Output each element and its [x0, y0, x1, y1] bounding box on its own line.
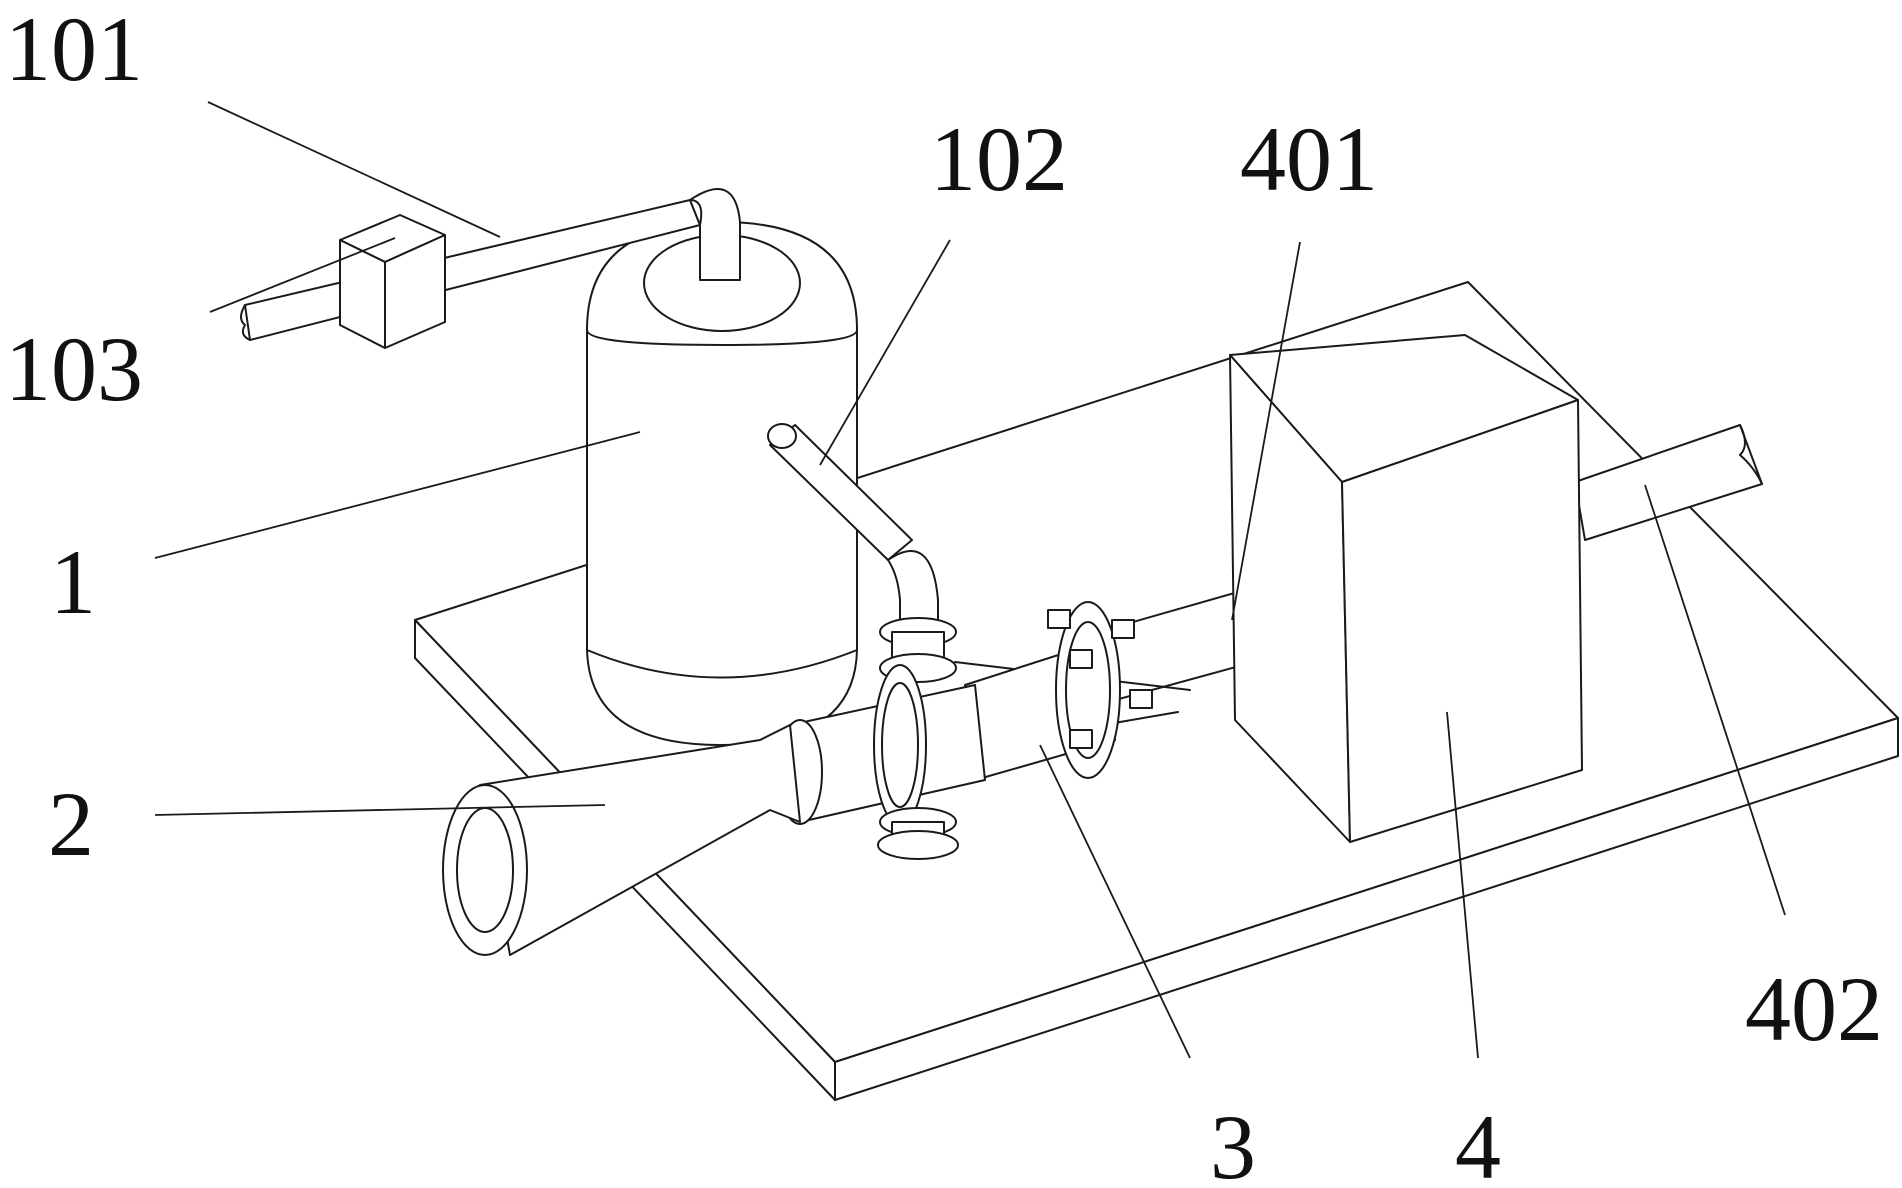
label-401: 401 [1240, 108, 1378, 210]
label-101: 101 [5, 0, 143, 100]
label-2: 2 [48, 773, 94, 875]
valve-103 [339, 214, 446, 349]
label-1: 1 [50, 531, 96, 633]
label-4: 4 [1455, 1096, 1501, 1188]
outlet-pipe-402 [1574, 424, 1763, 541]
box-4 [1229, 334, 1583, 843]
side-pipe-102 [767, 423, 957, 683]
label-3: 3 [1210, 1096, 1256, 1188]
label-103: 103 [5, 318, 143, 420]
flange-assembly [944, 601, 1191, 781]
leader-lines [154, 101, 1786, 1059]
label-102: 102 [930, 108, 1068, 210]
label-402: 402 [1745, 958, 1883, 1060]
funnel-2 [442, 724, 801, 956]
